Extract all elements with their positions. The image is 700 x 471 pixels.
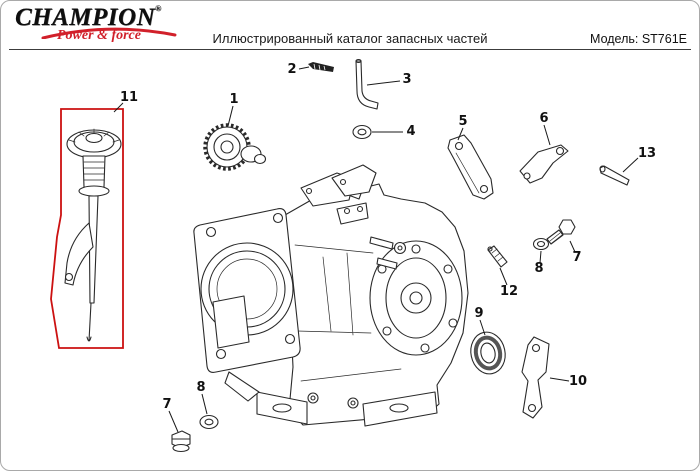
- callout-4: 4: [406, 124, 415, 139]
- callout-3: 3: [402, 72, 411, 87]
- callout-7-right: 7: [572, 250, 581, 265]
- header-divider: [9, 49, 691, 50]
- callout-5: 5: [458, 114, 467, 129]
- callout-7-bottom: 7: [162, 397, 171, 412]
- part-10-bracket: [521, 336, 550, 419]
- callout-2: 2: [287, 62, 296, 77]
- callout-9: 9: [474, 306, 483, 321]
- engine-crankcase-body: [193, 164, 469, 427]
- part-12-fitting: [487, 245, 508, 268]
- logo-brand: CHAMPION®: [15, 4, 195, 31]
- model-label: Модель: ST761E: [590, 32, 687, 46]
- exploded-parts-diagram: 11 2 3 1 4 5 6 13 7 8 12 9 10 8 7: [50, 58, 656, 453]
- logo-brand-text: CHAMPION: [15, 4, 156, 31]
- part-5-bracket: [447, 134, 494, 200]
- callout-10: 10: [569, 374, 587, 389]
- callout-11: 11: [120, 90, 138, 105]
- logo-tagline: Power & force: [57, 28, 141, 43]
- callout-6: 6: [539, 111, 548, 126]
- callout-8-right: 8: [534, 261, 543, 276]
- part-11-highlight-box: [50, 108, 124, 349]
- callout-1: 1: [229, 92, 238, 107]
- part-7-bolt-bottom: [171, 430, 191, 453]
- part-3-rod: [355, 58, 379, 110]
- part-8-washer-right: [532, 237, 550, 251]
- champion-logo: CHAMPION® Power & force: [15, 5, 195, 44]
- part-9-oil-seal: [470, 331, 506, 375]
- part-6-lever: [519, 144, 569, 184]
- part-13-pin: [599, 165, 630, 186]
- header: CHAMPION® Power & force Иллюстрированный…: [1, 1, 699, 49]
- callout-8-bottom: 8: [196, 380, 205, 395]
- callout-12: 12: [500, 284, 518, 299]
- page-title: Иллюстрированный каталог запасных частей: [212, 31, 488, 46]
- part-2-screw: [308, 62, 334, 72]
- part-1-gear: [203, 123, 267, 171]
- logo-swoosh: [41, 27, 177, 39]
- part-7-plug-right: [546, 219, 576, 245]
- callout-labels: 11 2 3 1 4 5 6 13 7 8 12 9 10 8 7: [120, 62, 656, 412]
- part-8-washer-bottom: [199, 414, 219, 430]
- callout-13: 13: [638, 146, 656, 161]
- part-11-oil-dipstick: [64, 128, 122, 342]
- registered-mark: ®: [155, 4, 162, 13]
- part-4-washer: [352, 124, 372, 140]
- leader-lines: [113, 66, 639, 433]
